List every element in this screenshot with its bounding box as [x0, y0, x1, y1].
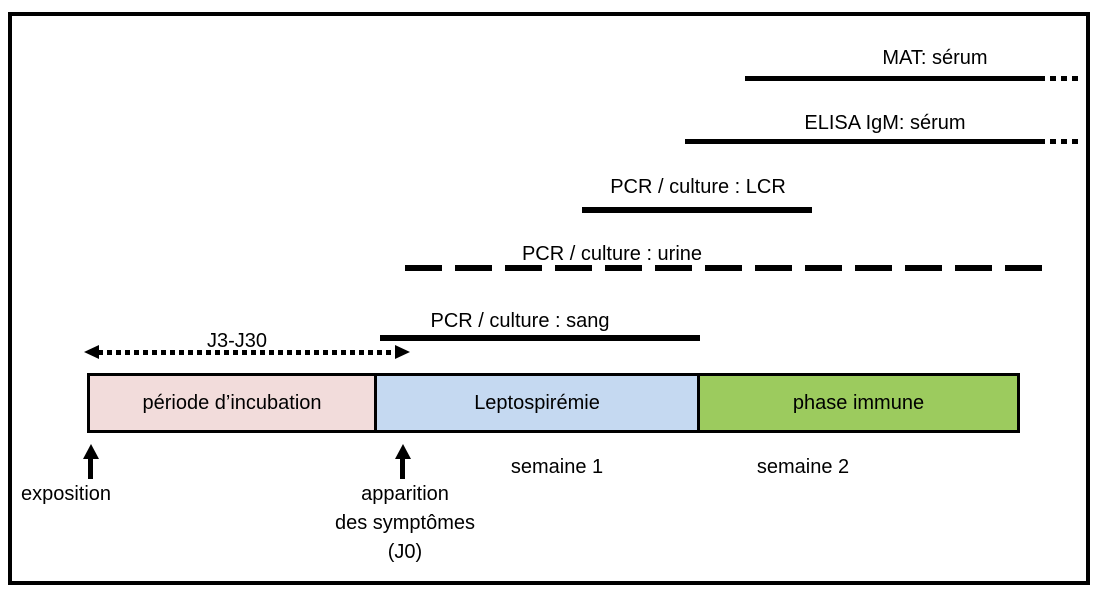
exposure-label: exposition [20, 483, 112, 505]
exposure-arrow-stem [88, 458, 93, 479]
range-arrowhead-left-icon [84, 345, 99, 359]
incubation-range-label: J3-J30 [206, 330, 268, 352]
elisa-igm-dotted-extension [1050, 139, 1082, 144]
elisa-igm-label: ELISA IgM: sérum [804, 112, 966, 134]
symptom-onset-line3: (J0) [387, 541, 423, 563]
symptom-onset-label: apparition des symptômes (J0) [335, 480, 475, 567]
symptom-onset-arrowhead-icon [395, 444, 411, 459]
range-dotted-line [98, 350, 395, 355]
pcr-sang-line [380, 335, 700, 341]
symptom-onset-line1: apparition [361, 483, 449, 505]
phase-immune-bar: phase immune [697, 376, 1017, 430]
phase-incubation-label: période d’incubation [142, 391, 322, 414]
symptom-onset-line2: des symptômes [334, 512, 476, 534]
phase-incubation-bar: période d’incubation [90, 376, 374, 430]
week2-label: semaine 2 [756, 456, 850, 478]
phase-bars: période d’incubation Leptospirémie phase… [87, 373, 1020, 433]
mat-serum-line [745, 76, 1045, 81]
phase-leptospiremia-label: Leptospirémie [474, 391, 600, 414]
range-arrowhead-right-icon [395, 345, 410, 359]
pcr-sang-label: PCR / culture : sang [430, 310, 610, 332]
phase-leptospiremia-bar: Leptospirémie [374, 376, 697, 430]
pcr-urine-label: PCR / culture : urine [521, 243, 703, 265]
elisa-igm-line [685, 139, 1045, 144]
mat-serum-dotted-extension [1050, 76, 1082, 81]
phase-immune-label: phase immune [792, 391, 925, 414]
pcr-urine-dashed-line [405, 265, 1045, 271]
mat-serum-label: MAT: sérum [882, 47, 988, 69]
symptom-onset-arrow-stem [400, 458, 405, 479]
diagram-frame [8, 12, 1090, 585]
pcr-lcr-line [582, 207, 812, 213]
pcr-lcr-label: PCR / culture : LCR [610, 176, 786, 198]
week1-label: semaine 1 [510, 456, 604, 478]
exposure-arrowhead-icon [83, 444, 99, 459]
